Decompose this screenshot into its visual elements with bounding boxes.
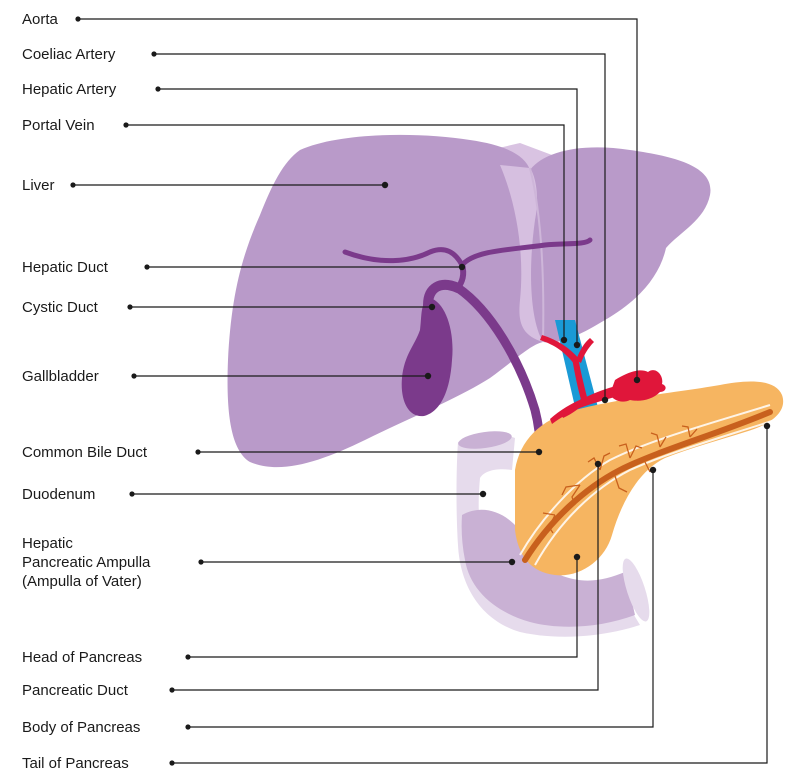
dot-portal-vein-label <box>123 122 128 127</box>
dot-coeliac-label <box>151 51 156 56</box>
label-ampulla-line3: (Ampulla of Vater) <box>22 573 142 590</box>
label-cystic-duct: Cystic Duct <box>22 299 99 316</box>
dot-liver-target <box>382 182 388 188</box>
dot-cystic-duct-label <box>127 304 132 309</box>
label-common-bile-duct: Common Bile Duct <box>22 444 148 461</box>
dot-pancreatic-duct-target <box>595 461 601 467</box>
dot-body-of-pancreas-target <box>650 467 656 473</box>
dot-gallbladder-target <box>425 373 431 379</box>
dot-hepatic-artery-label <box>155 86 160 91</box>
label-body-of-pancreas: Body of Pancreas <box>22 719 140 736</box>
label-tail-of-pancreas: Tail of Pancreas <box>22 755 129 771</box>
dot-liver-label <box>70 182 75 187</box>
dot-hepatic-artery-target <box>574 342 580 348</box>
dot-ampulla-target <box>509 559 515 565</box>
dot-tail-of-pancreas-label <box>169 760 174 765</box>
dot-common-bile-duct-label <box>195 449 200 454</box>
label-head-of-pancreas: Head of Pancreas <box>22 649 142 666</box>
dot-hepatic-duct-target <box>459 264 465 270</box>
dot-gallbladder-label <box>131 373 136 378</box>
dot-duodenum-label <box>129 491 134 496</box>
dot-body-of-pancreas-label <box>185 724 190 729</box>
dot-head-of-pancreas-label <box>185 654 190 659</box>
dot-pancreatic-duct-label <box>169 687 174 692</box>
dot-ampulla-label <box>198 559 203 564</box>
dot-head-of-pancreas-target <box>574 554 580 560</box>
label-gallbladder: Gallbladder <box>22 368 99 385</box>
dot-cystic-duct-target <box>429 304 435 310</box>
label-duodenum: Duodenum <box>22 486 95 503</box>
dot-aorta-target <box>634 377 640 383</box>
dot-portal-vein-target <box>561 337 567 343</box>
label-aorta: Aorta <box>22 11 59 28</box>
dot-duodenum-target <box>480 491 486 497</box>
label-ampulla-line1: Hepatic <box>22 535 73 552</box>
label-liver: Liver <box>22 177 55 194</box>
label-portal-vein: Portal Vein <box>22 117 95 134</box>
dot-coeliac-target <box>602 397 608 403</box>
dot-tail-of-pancreas-target <box>764 423 770 429</box>
dot-common-bile-duct-target <box>536 449 542 455</box>
dot-aorta-label <box>75 16 80 21</box>
dot-hepatic-duct-label <box>144 264 149 269</box>
label-coeliac-artery: Coeliac Artery <box>22 46 116 63</box>
label-ampulla-line2: Pancreatic Ampulla <box>22 554 151 571</box>
label-hepatic-artery: Hepatic Artery <box>22 81 117 98</box>
pancreas-shape <box>515 381 783 575</box>
label-pancreatic-duct: Pancreatic Duct <box>22 682 129 699</box>
label-hepatic-duct: Hepatic Duct <box>22 259 109 276</box>
